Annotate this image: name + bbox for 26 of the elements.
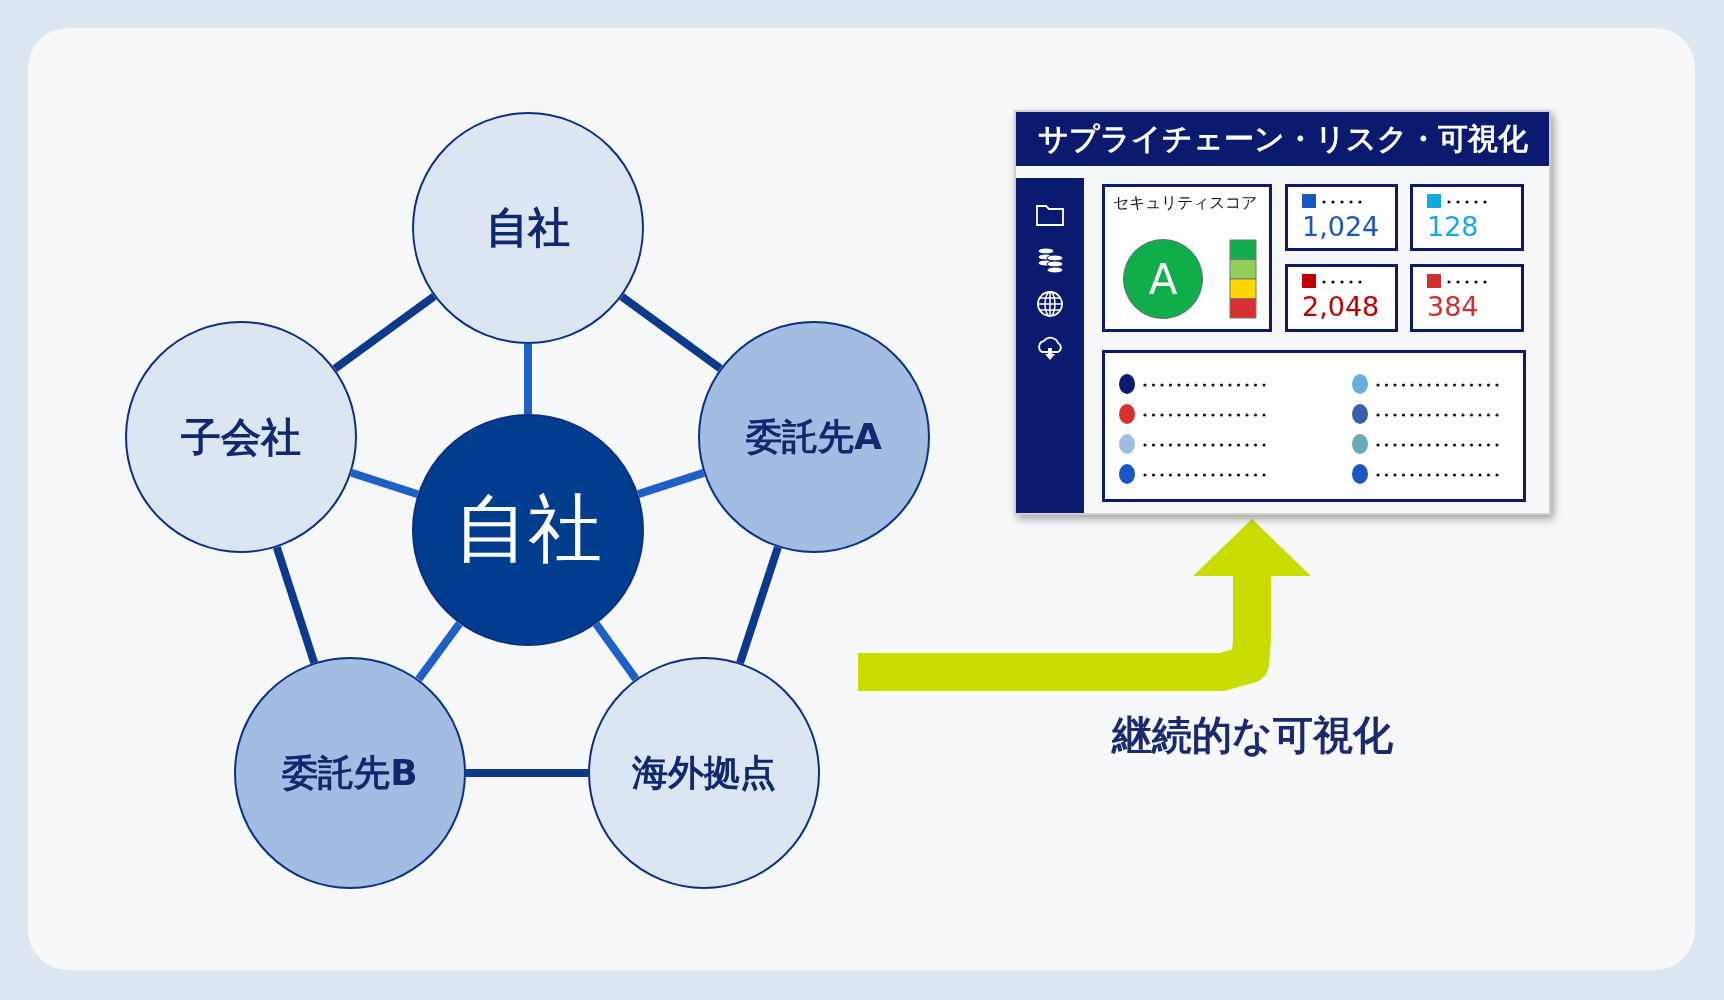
- connector: [273, 546, 318, 664]
- metric-value: 384: [1427, 291, 1479, 322]
- connector: [592, 621, 640, 682]
- list-box: [1102, 350, 1526, 502]
- connector: [350, 468, 419, 499]
- window-title: サプライチェーン・リスク・可視化: [1016, 112, 1549, 166]
- connector: [637, 469, 705, 498]
- metric-value: 2,048: [1302, 291, 1380, 322]
- connector: [858, 519, 1311, 691]
- metric-card: [1410, 264, 1524, 332]
- dashboard-window: [1014, 110, 1551, 515]
- metric-value: 128: [1427, 211, 1479, 242]
- connector: [619, 293, 723, 372]
- score-grade: A: [1123, 239, 1203, 319]
- connector: [524, 344, 532, 414]
- metric-card: [1285, 184, 1398, 251]
- score-card: [1102, 184, 1272, 332]
- connector: [415, 621, 463, 682]
- metric-card: [1410, 184, 1524, 251]
- edge-label: 継続的な可視化: [1110, 711, 1394, 760]
- connector: [332, 293, 437, 372]
- connector: [466, 769, 588, 777]
- metric-card: [1285, 264, 1398, 332]
- card-heading: セキュリティスコア: [1113, 193, 1257, 214]
- metric-value: 1,024: [1302, 211, 1380, 242]
- connector: [736, 546, 782, 664]
